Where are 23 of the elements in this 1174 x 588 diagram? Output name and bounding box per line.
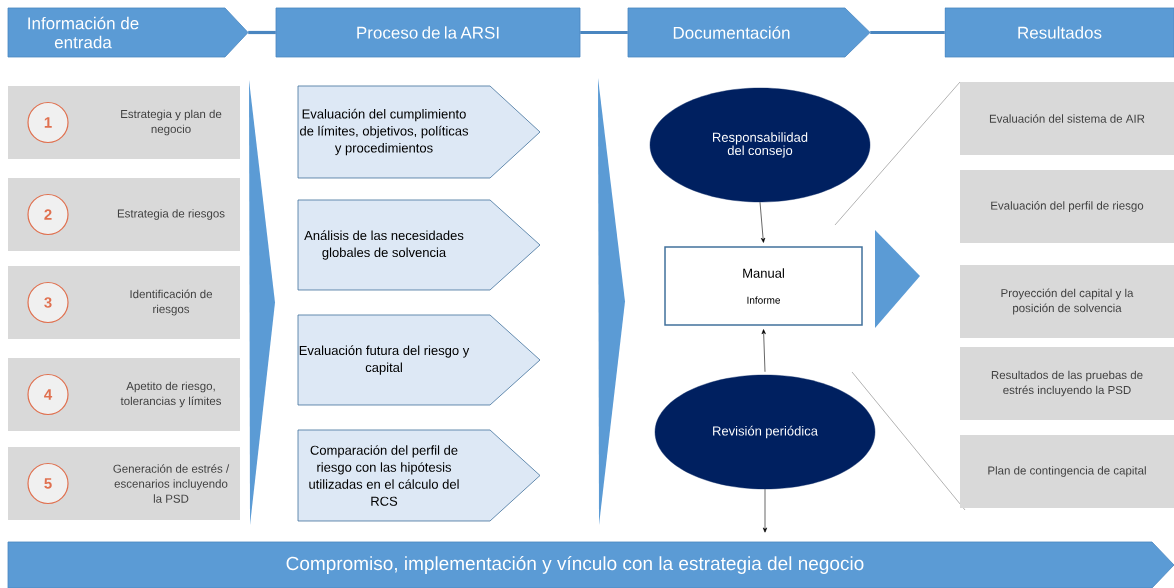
result-box: Proyección del capital y la posición de solvencia bbox=[960, 265, 1174, 338]
process-pentagon: Análisis de las necesidades globales de solvencia bbox=[297, 199, 541, 291]
result-box: Evaluación del perfil de riesgo bbox=[960, 170, 1174, 243]
arrow bbox=[762, 488, 768, 533]
document-box: Manual Informe bbox=[664, 246, 863, 326]
result-box: Plan de contingencia de capital bbox=[960, 435, 1174, 508]
connector-line bbox=[248, 30, 276, 35]
process-pentagon: Evaluación futura del riesgo y capital bbox=[297, 314, 541, 406]
header-bar: Proceso de la ARSI bbox=[275, 7, 581, 58]
arrow bbox=[761, 329, 766, 373]
result-box: Resultados de las pruebas de estrés incluyendo la PSD bbox=[960, 347, 1174, 420]
arrow bbox=[759, 201, 766, 243]
process-pentagon: Evaluación del cumplimiento de límites, objetivos, políticas y procedimientos bbox=[297, 85, 541, 179]
header-bar: Resultados bbox=[944, 7, 1174, 58]
result-box: Evaluación del sistema de AIR bbox=[960, 82, 1174, 155]
header-tab: Información de entrada bbox=[7, 7, 249, 58]
header-tab: Documentación bbox=[627, 7, 871, 58]
connector-line bbox=[870, 30, 945, 35]
oval: Responsabilidad del consejo bbox=[649, 87, 871, 203]
oval: Revisión periódica bbox=[654, 374, 876, 490]
footer-banner: Compromiso, implementación y vínculo con la estrategia del negocio bbox=[7, 541, 1174, 588]
connector-line bbox=[580, 30, 628, 35]
process-pentagon: Comparación del perfil de riesgo con las hipótesis utilizadas en el cálculo del RCS bbox=[297, 429, 541, 522]
